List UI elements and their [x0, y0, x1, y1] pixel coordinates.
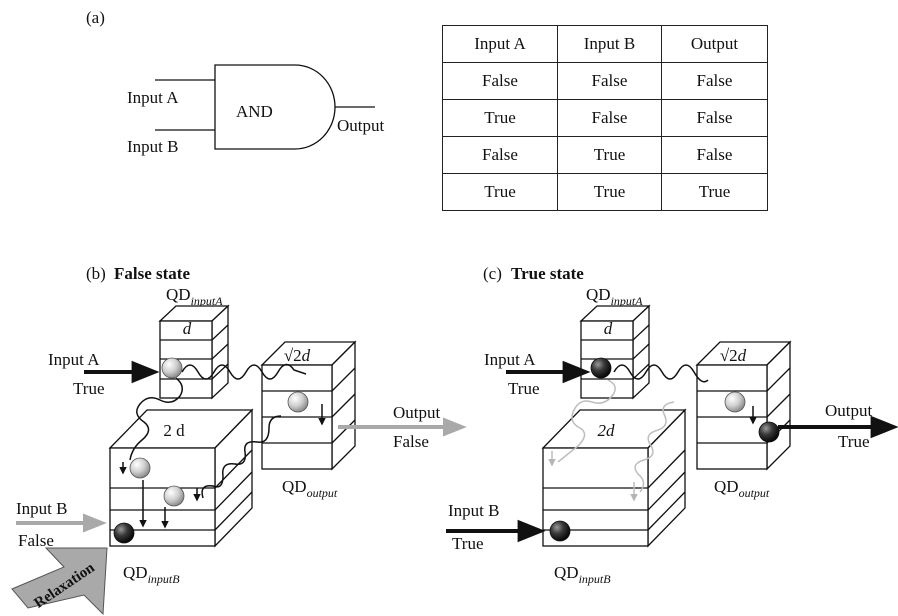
table-cell: False	[661, 62, 768, 100]
table-cell: False	[661, 99, 768, 137]
table-row: True True True	[442, 173, 768, 211]
electron-input-a-b	[161, 357, 183, 379]
qd-input-b-cube-c	[541, 408, 687, 548]
input-a-label-b: Input A	[48, 350, 100, 369]
electron-output-ground-c	[758, 421, 780, 443]
output-value-c: True	[838, 432, 870, 451]
table-cell: False	[442, 136, 558, 174]
electron-input-b-middle-b	[163, 485, 185, 507]
qd-output-cube-c	[695, 340, 792, 471]
table-cell: True	[557, 136, 662, 174]
header-input-a: Input A	[442, 25, 558, 63]
panel-b-title: False state	[114, 264, 190, 283]
truth-table: Input A Input B Output False False False…	[442, 25, 768, 211]
qd-input-b-label-c: QDinputB	[554, 563, 611, 586]
input-b-label-b: Input B	[16, 499, 67, 518]
qd-input-a-size-b: d	[183, 319, 192, 338]
qd-input-b-label-b: QDinputB	[123, 563, 180, 586]
input-b-label-c: Input B	[448, 501, 499, 520]
header-output: Output	[661, 25, 768, 63]
coupling-wave-b	[129, 363, 307, 499]
electron-input-b-upper-b	[129, 457, 151, 479]
input-b-value-b: False	[18, 531, 54, 550]
table-cell: True	[661, 173, 768, 211]
panel-a-label: (a)	[86, 8, 105, 27]
electron-input-b-ground-b	[113, 522, 135, 544]
electron-output-upper-c	[724, 391, 746, 413]
table-cell: False	[557, 62, 662, 100]
qd-output-label-c: QDoutput	[714, 477, 770, 500]
gate-label: AND	[236, 102, 273, 121]
table-cell: True	[442, 173, 558, 211]
qd-output-label-b: QDoutput	[282, 477, 338, 500]
and-gate	[155, 64, 375, 150]
input-a-value-b: True	[73, 379, 105, 398]
panel-c-title: True state	[511, 264, 584, 283]
panel-b-label: (b)	[86, 264, 106, 283]
gate-output-label: Output	[337, 116, 385, 135]
qd-input-a-cube-c	[579, 304, 651, 400]
output-label-b: Output	[393, 403, 441, 422]
output-label-c: Output	[825, 401, 873, 420]
qd-input-b-size-c: 2d	[598, 421, 616, 440]
qd-input-b-size-b: 2 d	[163, 421, 185, 440]
electron-input-a-c	[590, 357, 612, 379]
gate-input-a-label: Input A	[127, 88, 179, 107]
qd-output-size-c: √2d	[720, 346, 747, 365]
table-row: False False False	[442, 62, 768, 100]
output-value-b: False	[393, 432, 429, 451]
table-row: True False False	[442, 99, 768, 137]
coupling-wave-c	[557, 364, 709, 493]
input-b-value-c: True	[452, 534, 484, 553]
qd-output-size-b: √2d	[284, 346, 311, 365]
electron-input-b-c	[549, 520, 571, 542]
electron-output-b	[287, 391, 309, 413]
panel-c-label: (c)	[483, 264, 502, 283]
header-input-b: Input B	[557, 25, 662, 63]
input-a-label-c: Input A	[484, 350, 536, 369]
qd-input-a-cube-b	[158, 304, 230, 400]
table-cell: False	[661, 136, 768, 174]
qd-input-a-size-c: d	[604, 319, 613, 338]
relaxation-arrow: Relaxation	[11, 547, 108, 616]
input-a-value-c: True	[508, 379, 540, 398]
table-row: False True False	[442, 136, 768, 174]
table-cell: False	[557, 99, 662, 137]
table-cell: True	[442, 99, 558, 137]
table-cell: True	[557, 173, 662, 211]
qd-input-a-label-b: QDinputA	[166, 285, 223, 308]
qd-input-a-label-c: QDinputA	[586, 285, 643, 308]
table-cell: False	[442, 62, 558, 100]
truth-table-header-row: Input A Input B Output	[442, 25, 768, 63]
gate-input-b-label: Input B	[127, 137, 178, 156]
